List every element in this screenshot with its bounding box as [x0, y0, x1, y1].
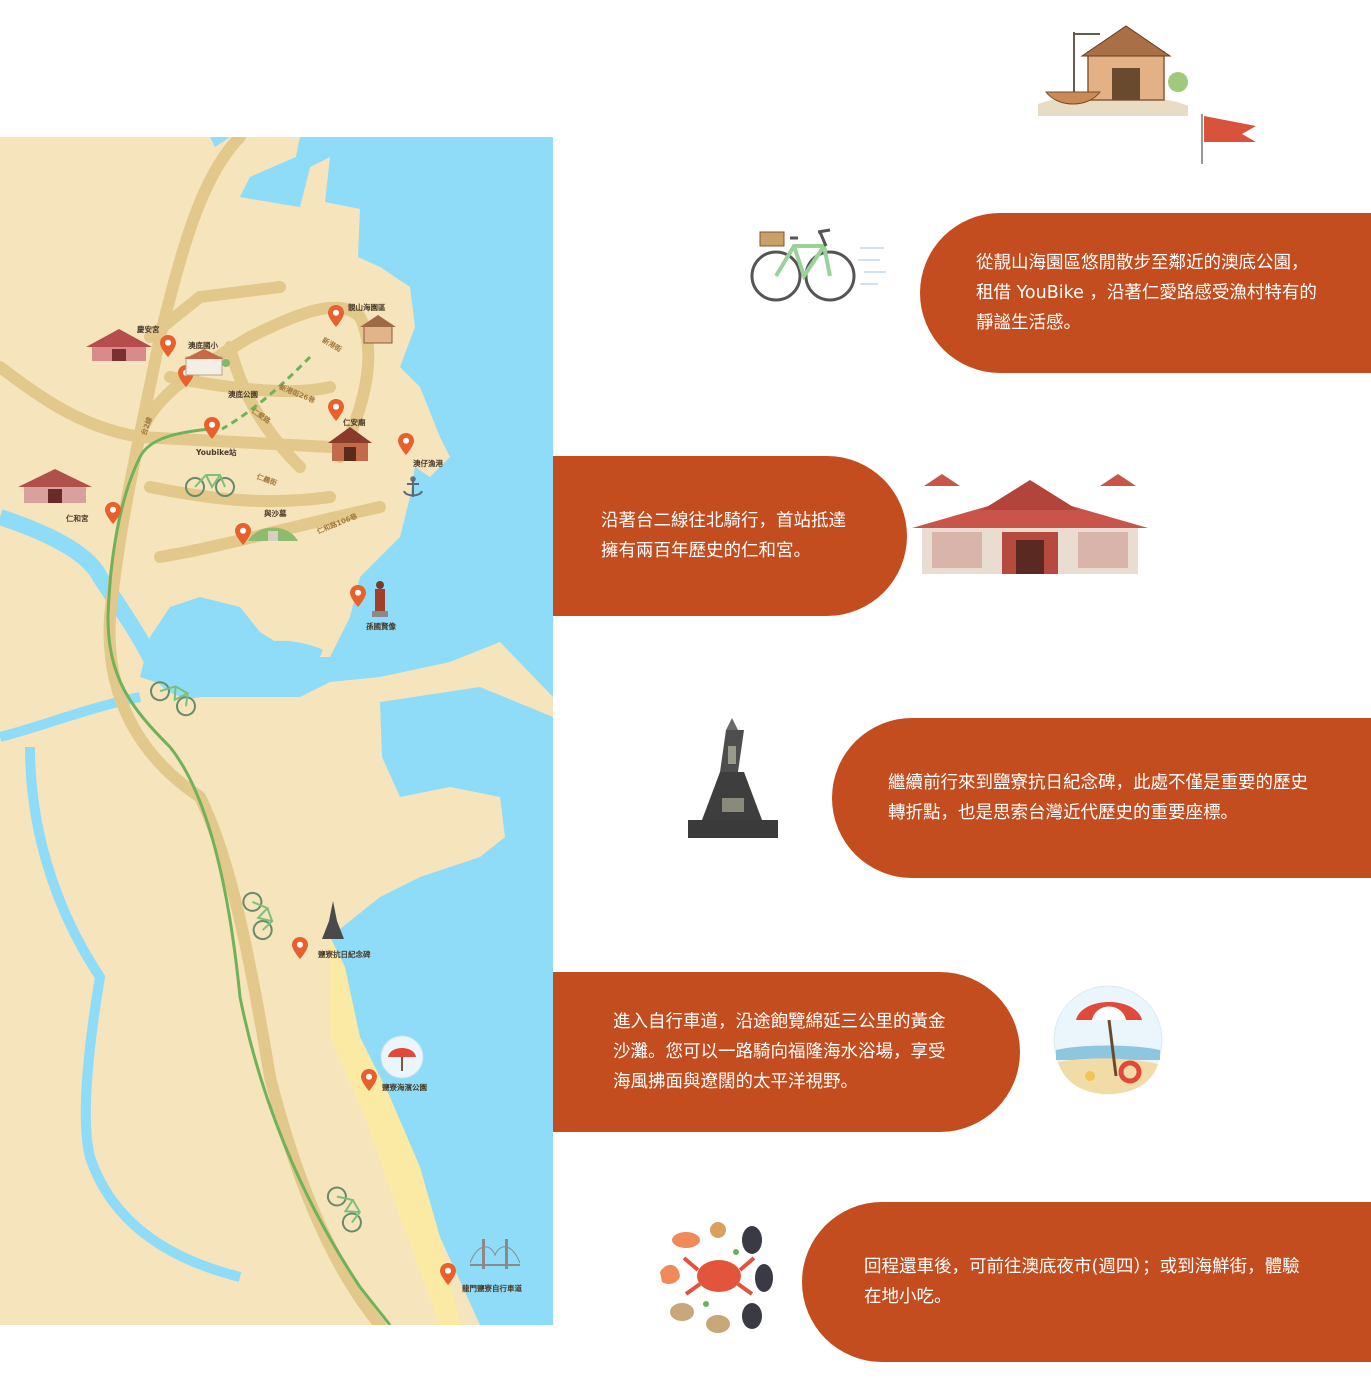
place-label: 慶安宮: [137, 325, 160, 334]
step-text: 進入自行車道，沿途飽覽綿延三公里的黃金沙灘。您可以一路騎向福隆海水浴場，享受海風…: [613, 1012, 946, 1092]
place-label: Youbike站: [196, 448, 237, 457]
monument-small-icon: [322, 901, 344, 939]
bike-route-dashed: [221, 355, 312, 431]
step-text: 繼續前行來到鹽寮抗日紀念碑，此處不僅是重要的歷史轉折點，也是思索台灣近代歷史的重…: [888, 773, 1308, 823]
bridge-icon: [470, 1239, 520, 1269]
school-icon: [184, 349, 230, 376]
place-label: 與沙墓: [264, 509, 287, 518]
map-pin-icon[interactable]: [204, 417, 220, 439]
map-pin-icon[interactable]: [235, 523, 251, 545]
tomb-icon: [248, 527, 298, 541]
place-label: 仁安廟: [343, 418, 366, 427]
map-pin-icon[interactable]: [361, 1069, 377, 1091]
step-text: 回程還車後，可前往澳底夜市(週四）；或到海鮮街，體驗在地小吃。: [864, 1257, 1300, 1307]
bicycle-icon: [750, 228, 886, 302]
step-card-4: 進入自行車道，沿途飽覽綿延三公里的黃金沙灘。您可以一路騎向福隆海水浴場，享受海風…: [553, 972, 1020, 1132]
bicycle-small-icon: [242, 891, 274, 941]
place-label: 鹽寮海濱公園: [382, 1083, 427, 1092]
bike-route: [106, 427, 392, 1325]
boat-workshop-icon: [1038, 25, 1188, 116]
harbor-water: [240, 137, 330, 207]
river: [0, 509, 323, 698]
place-label: 澳仔漁港: [413, 459, 443, 468]
place-label: 龍門鹽寮自行車道: [462, 1284, 522, 1293]
step-card-1: 從靚山海園區悠閒散步至鄰近的澳底公園，租借 YouBike ，沿著仁愛路感受漁村…: [920, 213, 1371, 373]
bicycle-small-icon: [150, 681, 196, 717]
beach-umbrella-icon: [1053, 985, 1163, 1095]
beach-umbrella-small-icon: [380, 1035, 424, 1079]
map-pin-icon[interactable]: [160, 335, 176, 357]
map-pin-icon[interactable]: [350, 585, 366, 607]
route-map: 慶安宮 澳底國小 澳底公園 Youbike站 仁和宮 靚山海園區 仁安廟 澳仔漁…: [0, 137, 553, 1325]
map-pin-icon[interactable]: [328, 399, 344, 421]
anchor-icon: [403, 476, 423, 497]
seafood-icon: [660, 1222, 773, 1333]
place-label: 靚山海園區: [348, 303, 386, 312]
map-pin-icon[interactable]: [398, 433, 414, 455]
place-label: 孫國賢像: [366, 622, 396, 631]
bicycle-small-icon: [185, 474, 235, 497]
place-label: 澳底公園: [228, 390, 258, 399]
statue-icon: [372, 581, 388, 617]
red-flag-icon: [1201, 114, 1256, 164]
map-pin-icon[interactable]: [292, 937, 308, 959]
step-card-2: 沿著台二線往北騎行，首站抵達擁有兩百年歷史的仁和宮。: [553, 456, 907, 616]
beach-sand: [330, 937, 460, 1325]
step-card-3: 繼續前行來到鹽寮抗日紀念碑，此處不僅是重要的歷史轉折點，也是思索台灣近代歷史的重…: [832, 718, 1371, 878]
map-base: [0, 137, 553, 1325]
place-label: 仁和宮: [66, 514, 89, 523]
step-text: 從靚山海園區悠閒散步至鄰近的澳底公園，租借 YouBike ，沿著仁愛路感受漁村…: [976, 253, 1317, 333]
place-label: 鹽寮抗日紀念碑: [318, 950, 371, 959]
temple-icon: [912, 474, 1148, 574]
qingan-temple-icon: [86, 329, 152, 361]
map-pin-icon[interactable]: [105, 502, 121, 524]
place-label: 澳底國小: [188, 341, 218, 350]
map-pin-icon[interactable]: [440, 1263, 456, 1285]
bicycle-small-icon: [326, 1186, 362, 1233]
boat-workshop-icon: [360, 315, 396, 344]
monument-icon: [688, 718, 778, 838]
step-card-5: 回程還車後，可前往澳底夜市(週四）；或到海鮮街，體驗在地小吃。: [802, 1202, 1371, 1362]
renhe-temple-icon: [18, 469, 92, 503]
map-pin-icon[interactable]: [328, 305, 344, 327]
step-text: 沿著台二線往北騎行，首站抵達擁有兩百年歷史的仁和宮。: [601, 511, 846, 561]
renan-temple-icon: [328, 427, 372, 461]
